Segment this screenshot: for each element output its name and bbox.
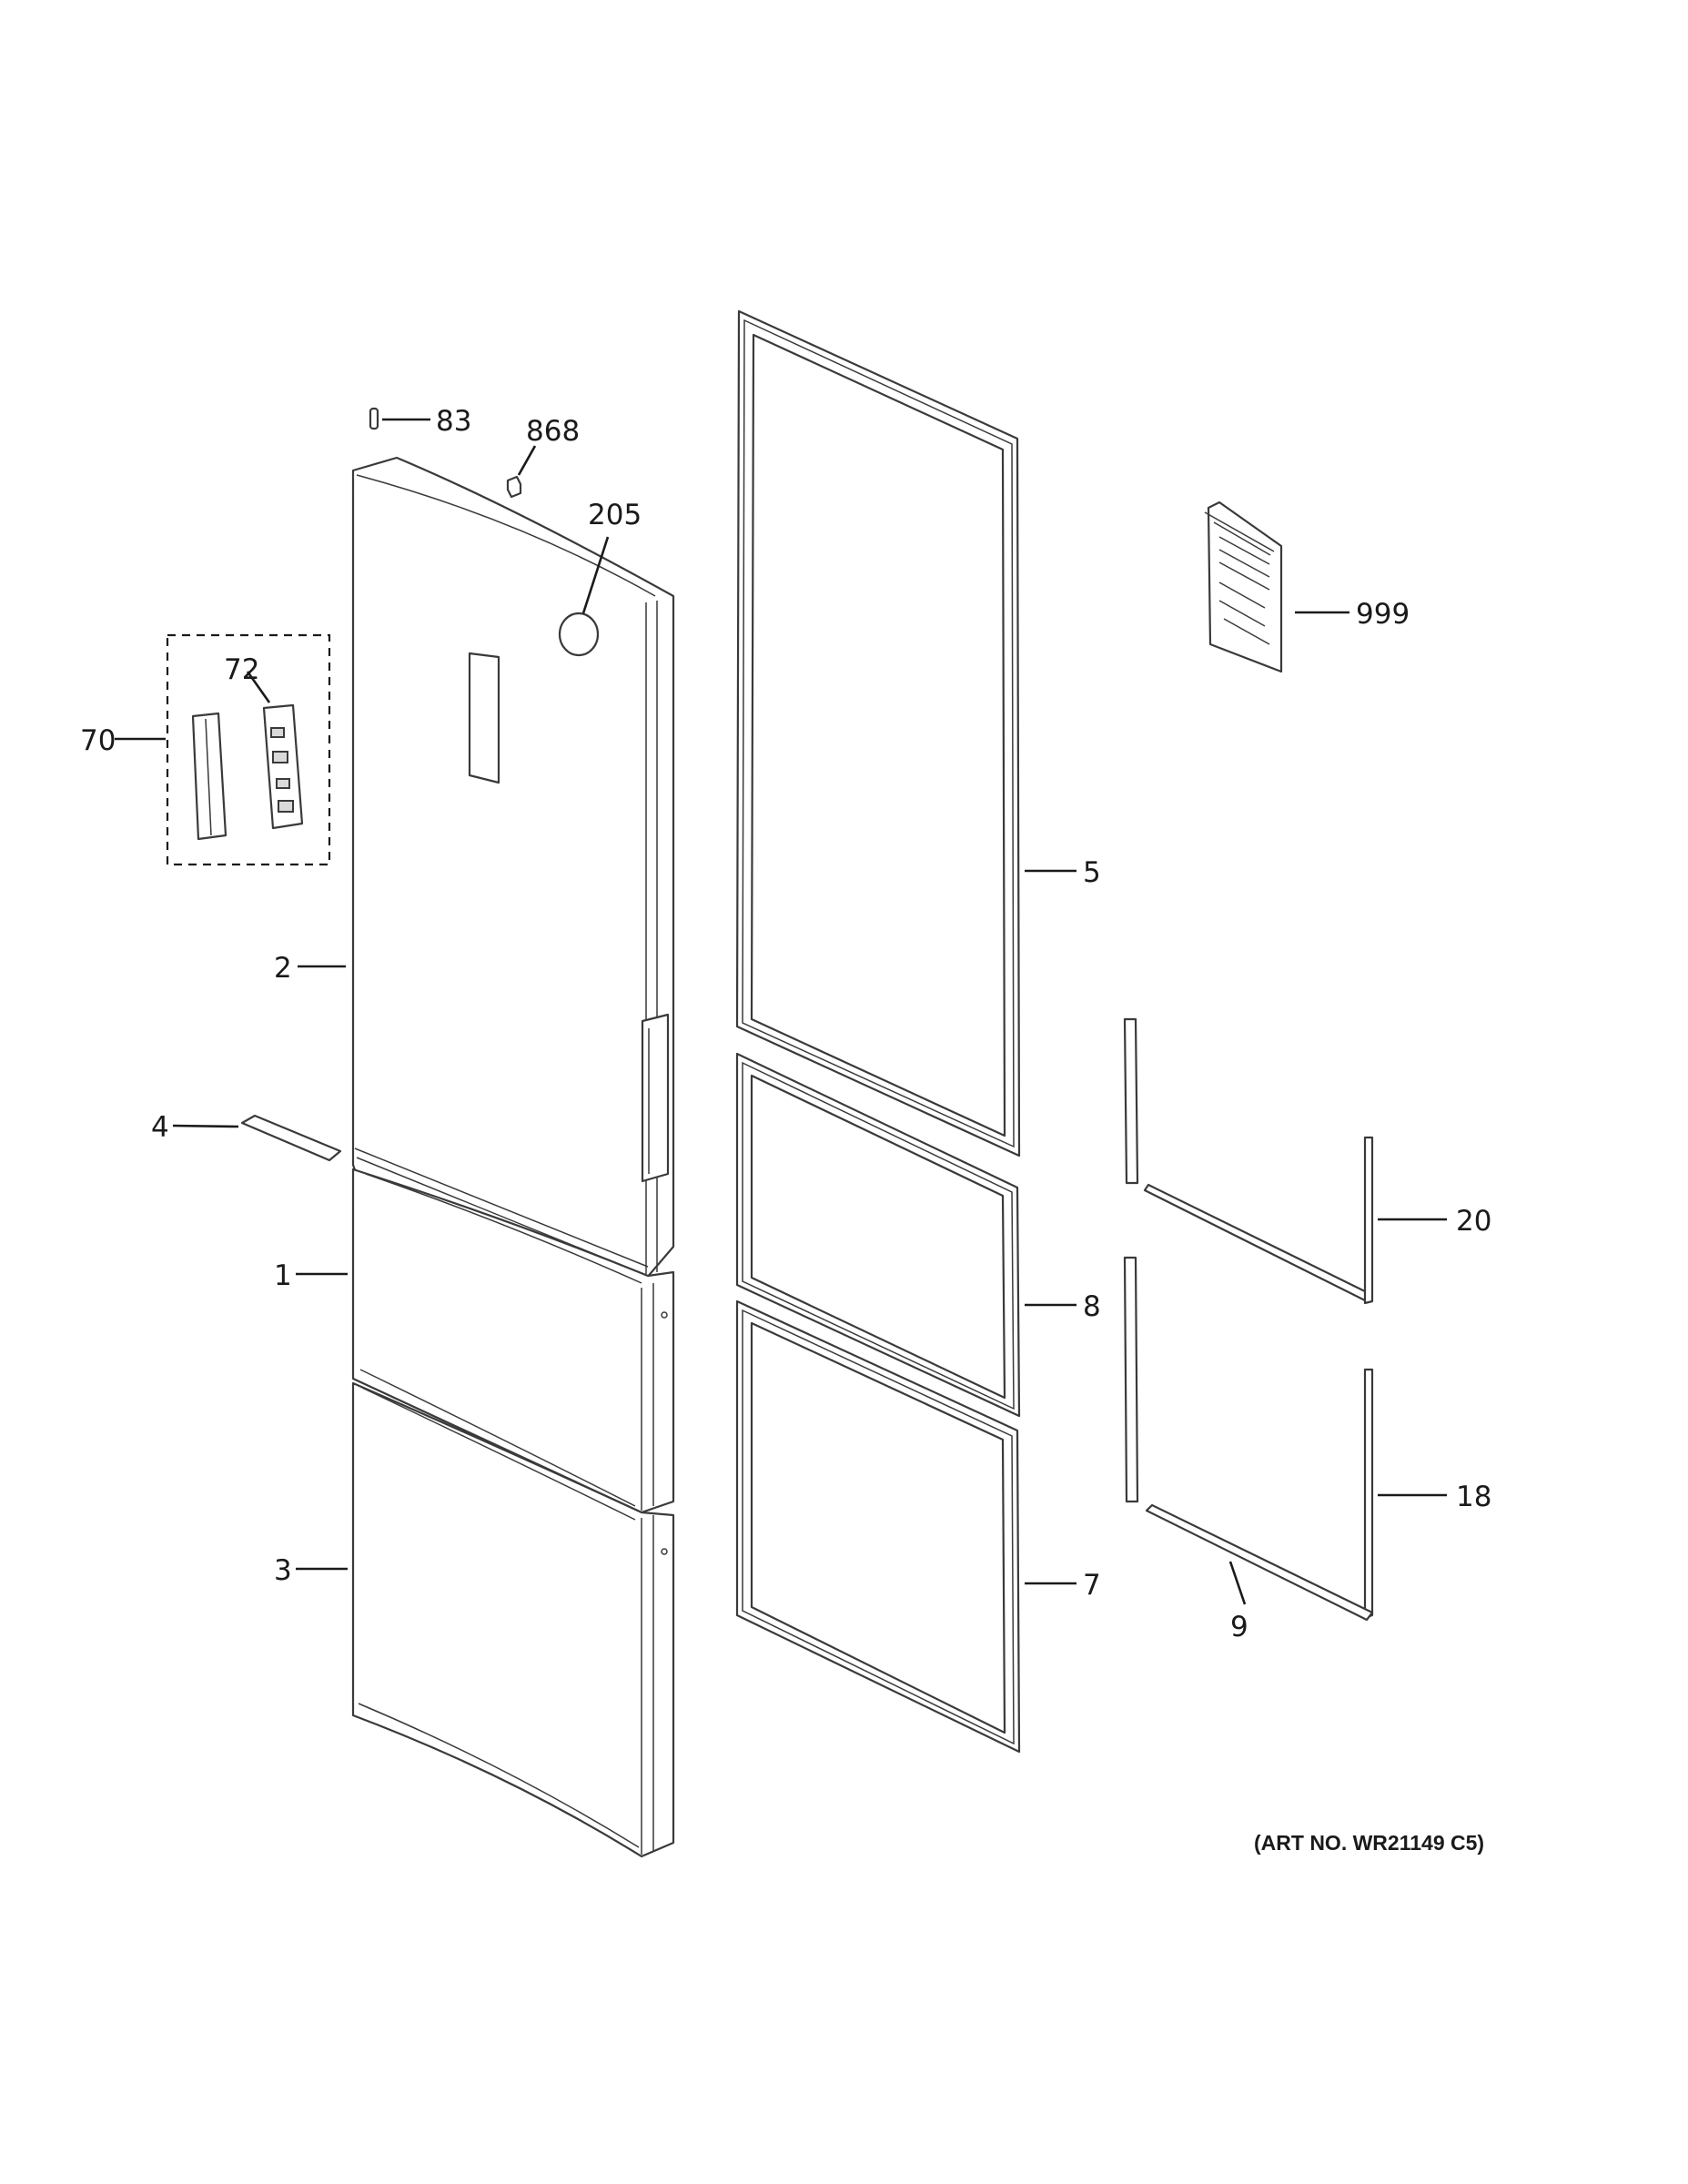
hinge-pin-part-83 <box>369 407 379 430</box>
callout-20: 20 <box>1456 1205 1491 1238</box>
callout-3: 3 <box>274 1554 292 1587</box>
callout-2: 2 <box>274 952 292 985</box>
literature-part-999 <box>1204 500 1283 673</box>
callout-70: 70 <box>80 724 116 757</box>
drawer-gasket-part-7 <box>735 1299 1021 1754</box>
callout-5: 5 <box>1083 856 1101 889</box>
cap-part-868 <box>506 475 522 499</box>
door-gasket-part-5 <box>735 309 1021 1158</box>
trim-part-9 <box>1145 1503 1374 1622</box>
control-assembly-box-part-70 <box>166 633 331 866</box>
callout-4: 4 <box>151 1111 169 1144</box>
frame-part-20 <box>1123 1017 1374 1305</box>
logo-disc-part-205 <box>558 612 600 657</box>
frame-part-18 <box>1123 1256 1374 1620</box>
callout-8: 8 <box>1083 1290 1101 1323</box>
callout-1: 1 <box>274 1259 292 1292</box>
lower-drawer-part-3 <box>351 1381 675 1858</box>
drawer-gasket-part-8 <box>735 1052 1021 1418</box>
upper-drawer-part-1 <box>351 1168 675 1514</box>
callout-18: 18 <box>1456 1481 1491 1513</box>
control-board-part-72 <box>262 703 304 830</box>
control-cover-part-70 <box>191 712 227 841</box>
callout-83: 83 <box>436 405 471 438</box>
callout-9: 9 <box>1230 1611 1248 1643</box>
callout-7: 7 <box>1083 1569 1101 1602</box>
trim-strip-part-4 <box>240 1114 342 1162</box>
callout-999: 999 <box>1356 598 1410 631</box>
callout-72: 72 <box>224 653 259 686</box>
leader-lines <box>115 418 1447 1605</box>
callout-205: 205 <box>588 499 642 531</box>
fresh-food-door-part-2 <box>351 456 675 1280</box>
callout-868: 868 <box>526 415 580 448</box>
art-number-label: (ART NO. WR21149 C5) <box>1254 1831 1484 1855</box>
